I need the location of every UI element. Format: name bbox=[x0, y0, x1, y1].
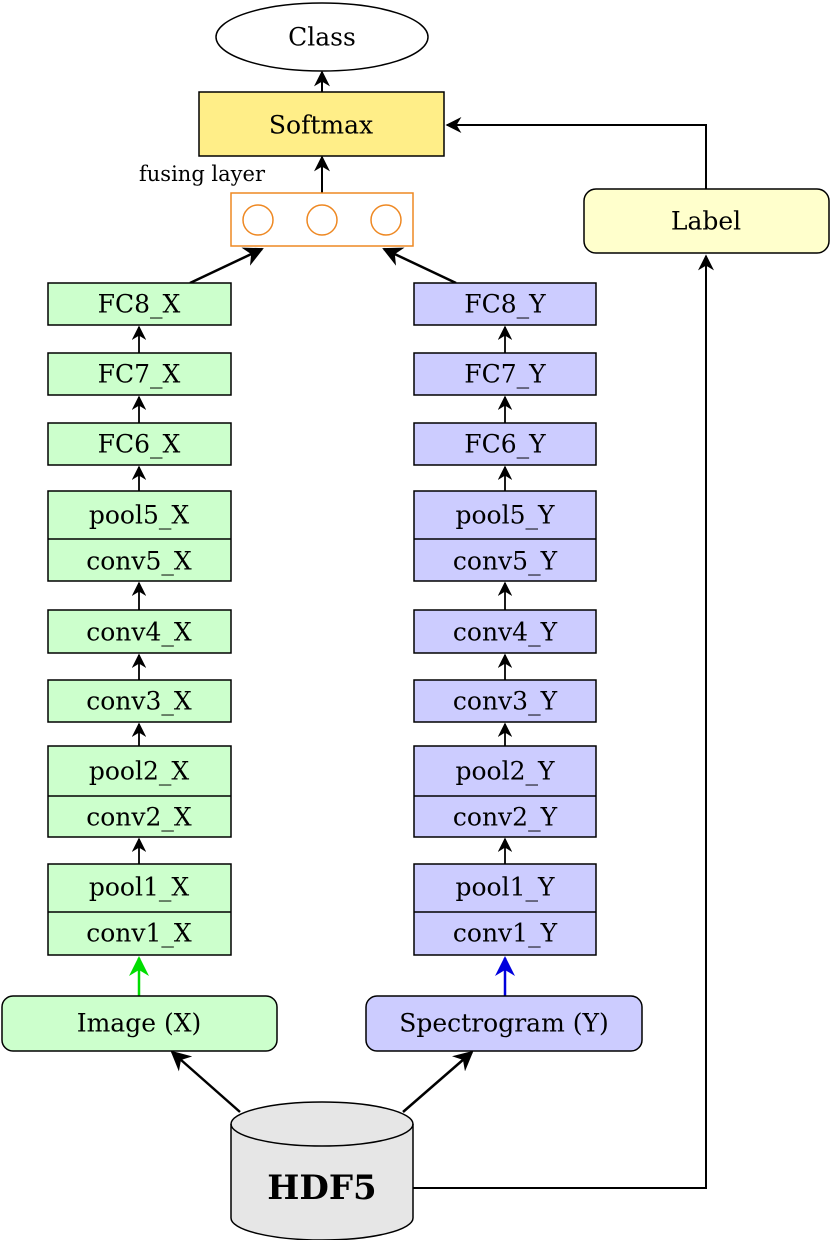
fc6-x-node: FC6_X bbox=[47, 422, 232, 466]
softmax-box bbox=[198, 91, 445, 157]
fusing-neuron bbox=[242, 204, 274, 236]
conv3-x-label: conv3_X bbox=[86, 687, 192, 716]
pool2-conv2-x-node: pool2_X conv2_X bbox=[47, 745, 232, 838]
pool5-x-label: pool5_X bbox=[89, 501, 190, 530]
fusing-neuron bbox=[306, 204, 338, 236]
arrow-fc8x-to-fusing bbox=[189, 247, 264, 285]
image-x-label: Image (X) bbox=[77, 1009, 202, 1038]
arrow-hdf5-to-image bbox=[170, 1050, 241, 1113]
fc6-x-label: FC6_X bbox=[98, 430, 181, 459]
pool1-conv1-y-node: pool1_Y conv1_Y bbox=[413, 863, 597, 956]
conv3-x-node: conv3_X bbox=[47, 679, 232, 723]
fusing-layer bbox=[230, 192, 414, 247]
conv5-y-label: conv5_Y bbox=[453, 547, 558, 576]
branch-x: FC8_X FC7_X FC6_X pool5_X conv5_X conv4_… bbox=[1, 282, 278, 1052]
pool1-conv1-x-node: pool1_X conv1_X bbox=[47, 863, 232, 956]
database-icon bbox=[230, 1101, 414, 1240]
fc7-y-node: FC7_Y bbox=[413, 352, 597, 396]
fc7-x-label: FC7_X bbox=[98, 360, 181, 389]
fc6-y-node: FC6_Y bbox=[413, 422, 597, 466]
conv4-y-label: conv4_Y bbox=[453, 618, 558, 647]
spectrogram-y-label: Spectrogram (Y) bbox=[399, 1009, 609, 1038]
conv4-x-node: conv4_X bbox=[47, 609, 232, 654]
fc6-y-label: FC6_Y bbox=[464, 430, 546, 459]
conv2-y-label: conv2_Y bbox=[453, 803, 558, 832]
conv1-x-label: conv1_X bbox=[86, 919, 192, 948]
fc7-y-label: FC7_Y bbox=[464, 360, 546, 389]
pool1-y-label: pool1_Y bbox=[455, 873, 555, 902]
image-x-node: Image (X) bbox=[1, 995, 278, 1052]
pool2-conv2-y-node: pool2_Y conv2_Y bbox=[413, 745, 597, 838]
branch-y: FC8_Y FC7_Y FC6_Y pool5_Y conv5_Y conv4_… bbox=[365, 282, 643, 1052]
fc8-x-label: FC8_X bbox=[98, 290, 181, 319]
arrow-hdf5-to-spectrogram bbox=[402, 1050, 474, 1113]
label-node: Label bbox=[583, 188, 830, 254]
hdf5-label: HDF5 bbox=[267, 1168, 376, 1208]
pool5-conv5-x-node: pool5_X conv5_X bbox=[47, 490, 232, 582]
label-text: Label bbox=[671, 207, 741, 236]
softmax-label: Softmax bbox=[269, 111, 373, 140]
conv1-y-label: conv1_Y bbox=[453, 919, 558, 948]
arrow-label-to-softmax bbox=[445, 117, 707, 189]
conv2-x-label: conv2_X bbox=[86, 803, 192, 832]
fc7-x-node: FC7_X bbox=[47, 352, 232, 396]
conv4-y-node: conv4_Y bbox=[413, 609, 597, 654]
spectrogram-y-node: Spectrogram (Y) bbox=[365, 995, 643, 1052]
hdf5-database: HDF5 bbox=[230, 1101, 414, 1240]
conv3-y-label: conv3_Y bbox=[453, 687, 558, 716]
fusing-layer-label: fusing layer bbox=[139, 162, 266, 186]
pool5-conv5-y-node: pool5_Y conv5_Y bbox=[413, 490, 597, 582]
pool2-y-label: pool2_Y bbox=[455, 757, 555, 786]
fc8-x-node: FC8_X bbox=[47, 282, 232, 326]
fc8-y-node: FC8_Y bbox=[413, 282, 597, 326]
pool2-x-label: pool2_X bbox=[89, 757, 190, 786]
class-node: Class bbox=[215, 2, 429, 72]
conv4-x-label: conv4_X bbox=[86, 618, 192, 647]
fusing-neuron bbox=[370, 204, 402, 236]
arrow-hdf5-to-label bbox=[413, 254, 714, 1189]
class-label: Class bbox=[288, 23, 356, 52]
conv3-y-node: conv3_Y bbox=[413, 679, 597, 723]
pool5-y-label: pool5_Y bbox=[455, 501, 555, 530]
conv5-x-label: conv5_X bbox=[86, 547, 192, 576]
fc8-y-label: FC8_Y bbox=[464, 290, 546, 319]
pool1-x-label: pool1_X bbox=[89, 873, 190, 902]
arrow-fc8y-to-fusing bbox=[382, 247, 457, 285]
softmax-node: Softmax bbox=[198, 91, 445, 157]
